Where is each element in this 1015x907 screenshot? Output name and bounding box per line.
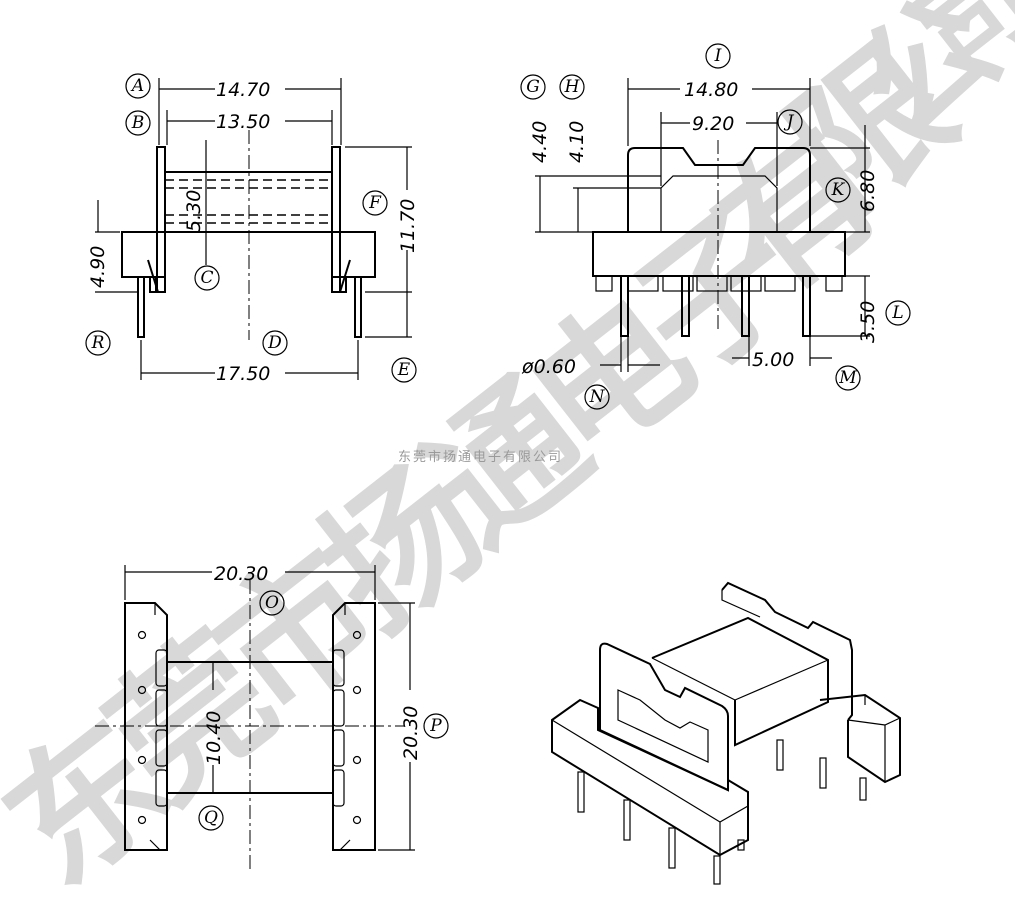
front-left-base xyxy=(121,231,166,278)
dim-9-20: 9.20 xyxy=(692,113,734,135)
front-left-flange xyxy=(156,146,166,293)
dim-14-70: 14.70 xyxy=(216,79,270,101)
label-I: I xyxy=(714,46,722,66)
front-view: 14.70 13.50 5.30 11.70 4.90 17.50 A B C xyxy=(85,73,419,385)
dim-4-40: 4.40 xyxy=(529,121,551,163)
dim-5-30: 5.30 xyxy=(183,190,205,232)
front-right-flange xyxy=(331,146,341,293)
label-A: A xyxy=(130,76,144,96)
isometric-view xyxy=(551,581,901,885)
label-E: E xyxy=(397,360,411,380)
dim-14-80: 14.80 xyxy=(684,79,738,101)
label-R: R xyxy=(91,333,105,353)
label-H: H xyxy=(564,77,581,97)
dim-13-50: 13.50 xyxy=(216,111,270,133)
label-L: L xyxy=(891,303,903,323)
front-right-base xyxy=(331,231,376,278)
label-J: J xyxy=(784,112,795,132)
dim-4-90: 4.90 xyxy=(87,246,109,288)
label-C: C xyxy=(200,268,213,288)
label-F: F xyxy=(368,193,382,213)
iso-front-flange xyxy=(599,642,729,792)
dim-11-70: 11.70 xyxy=(397,199,419,253)
watermark-company-name: 东莞市扬通电子有限公司 xyxy=(398,449,563,465)
label-N: N xyxy=(589,387,606,407)
dim-6-80: 6.80 xyxy=(857,170,879,212)
side-view: 14.80 9.20 4.40 4.10 6.80 3.50 5.00 xyxy=(520,43,911,410)
label-O: O xyxy=(265,593,279,613)
label-K: K xyxy=(831,180,846,200)
label-B: B xyxy=(131,113,145,133)
label-G: G xyxy=(526,77,540,97)
iso-back-flange xyxy=(721,581,853,721)
dim-20-30-width: 20.30 xyxy=(214,563,268,585)
dim-17-50: 17.50 xyxy=(216,363,270,385)
label-P: P xyxy=(429,716,442,736)
label-D: D xyxy=(267,333,282,353)
dim-10-40: 10.40 xyxy=(203,711,225,765)
iso-core-tube xyxy=(651,616,829,747)
top-view: 20.30 20.30 10.40 O P Q xyxy=(95,563,449,870)
dim-20-30-height: 20.30 xyxy=(400,706,422,760)
side-flange xyxy=(627,147,811,232)
iso-right-base xyxy=(819,693,901,784)
label-Q: Q xyxy=(204,808,218,828)
dim-5-00: 5.00 xyxy=(752,349,794,371)
dim-phi-0-60: ø0.60 xyxy=(521,356,576,378)
dim-3-50: 3.50 xyxy=(857,301,879,343)
dim-4-10: 4.10 xyxy=(566,121,588,163)
iso-front-base xyxy=(551,698,749,857)
label-M: M xyxy=(838,368,857,388)
